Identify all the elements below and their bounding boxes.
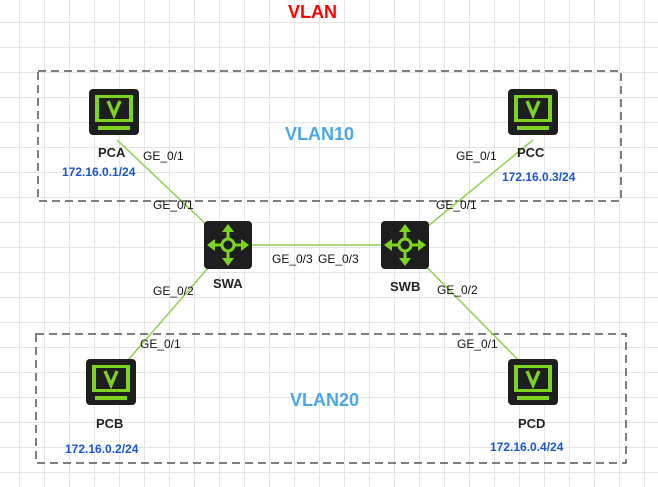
pcd-device[interactable]: [508, 359, 558, 405]
pcb-label: PCB: [96, 416, 124, 431]
port-label-swb-ge02: GE_0/2: [437, 283, 478, 297]
pcc-label: PCC: [517, 145, 545, 160]
pcc-ip: 172.16.0.3/24: [502, 170, 576, 184]
vlan10-group-box: [37, 70, 622, 202]
port-label-pca-ge01: GE_0/1: [143, 149, 184, 163]
port-label-pcb-ge01: GE_0/1: [140, 337, 181, 351]
switch-arrows-icon: [381, 221, 429, 269]
swa-label: SWA: [213, 276, 243, 291]
port-label-swb-ge01: GE_0/1: [436, 198, 477, 212]
swb-label: SWB: [390, 279, 421, 294]
pca-label: PCA: [98, 145, 126, 160]
pcb-ip: 172.16.0.2/24: [65, 442, 139, 456]
pcc-device[interactable]: [508, 89, 558, 135]
port-label-swa-ge02: GE_0/2: [153, 284, 194, 298]
pcb-device[interactable]: [86, 359, 136, 405]
port-label-swb-ge03: GE_0/3: [318, 252, 359, 266]
diagram-title: VLAN: [288, 2, 337, 22]
port-label-swa-ge01: GE_0/1: [153, 198, 194, 212]
pc-monitor-icon: [86, 359, 136, 405]
pcd-ip: 172.16.0.4/24: [490, 440, 564, 454]
pc-monitor-icon: [508, 89, 558, 135]
vlan20-group-box: [35, 333, 627, 464]
vlan10-label: VLAN10: [285, 124, 355, 144]
pca-device[interactable]: [89, 89, 139, 135]
port-label-pcd-ge01: GE_0/1: [457, 337, 498, 351]
port-label-swa-ge03: GE_0/3: [272, 252, 313, 266]
pc-monitor-icon: [89, 89, 139, 135]
pc-monitor-icon: [508, 359, 558, 405]
switch-arrows-icon: [204, 221, 252, 269]
swb-device[interactable]: [381, 221, 429, 269]
port-label-pcc-ge01: GE_0/1: [456, 149, 497, 163]
pca-ip: 172.16.0.1/24: [62, 165, 136, 179]
swa-device[interactable]: [204, 221, 252, 269]
pcd-label: PCD: [518, 416, 546, 431]
vlan20-label: VLAN20: [290, 390, 360, 410]
